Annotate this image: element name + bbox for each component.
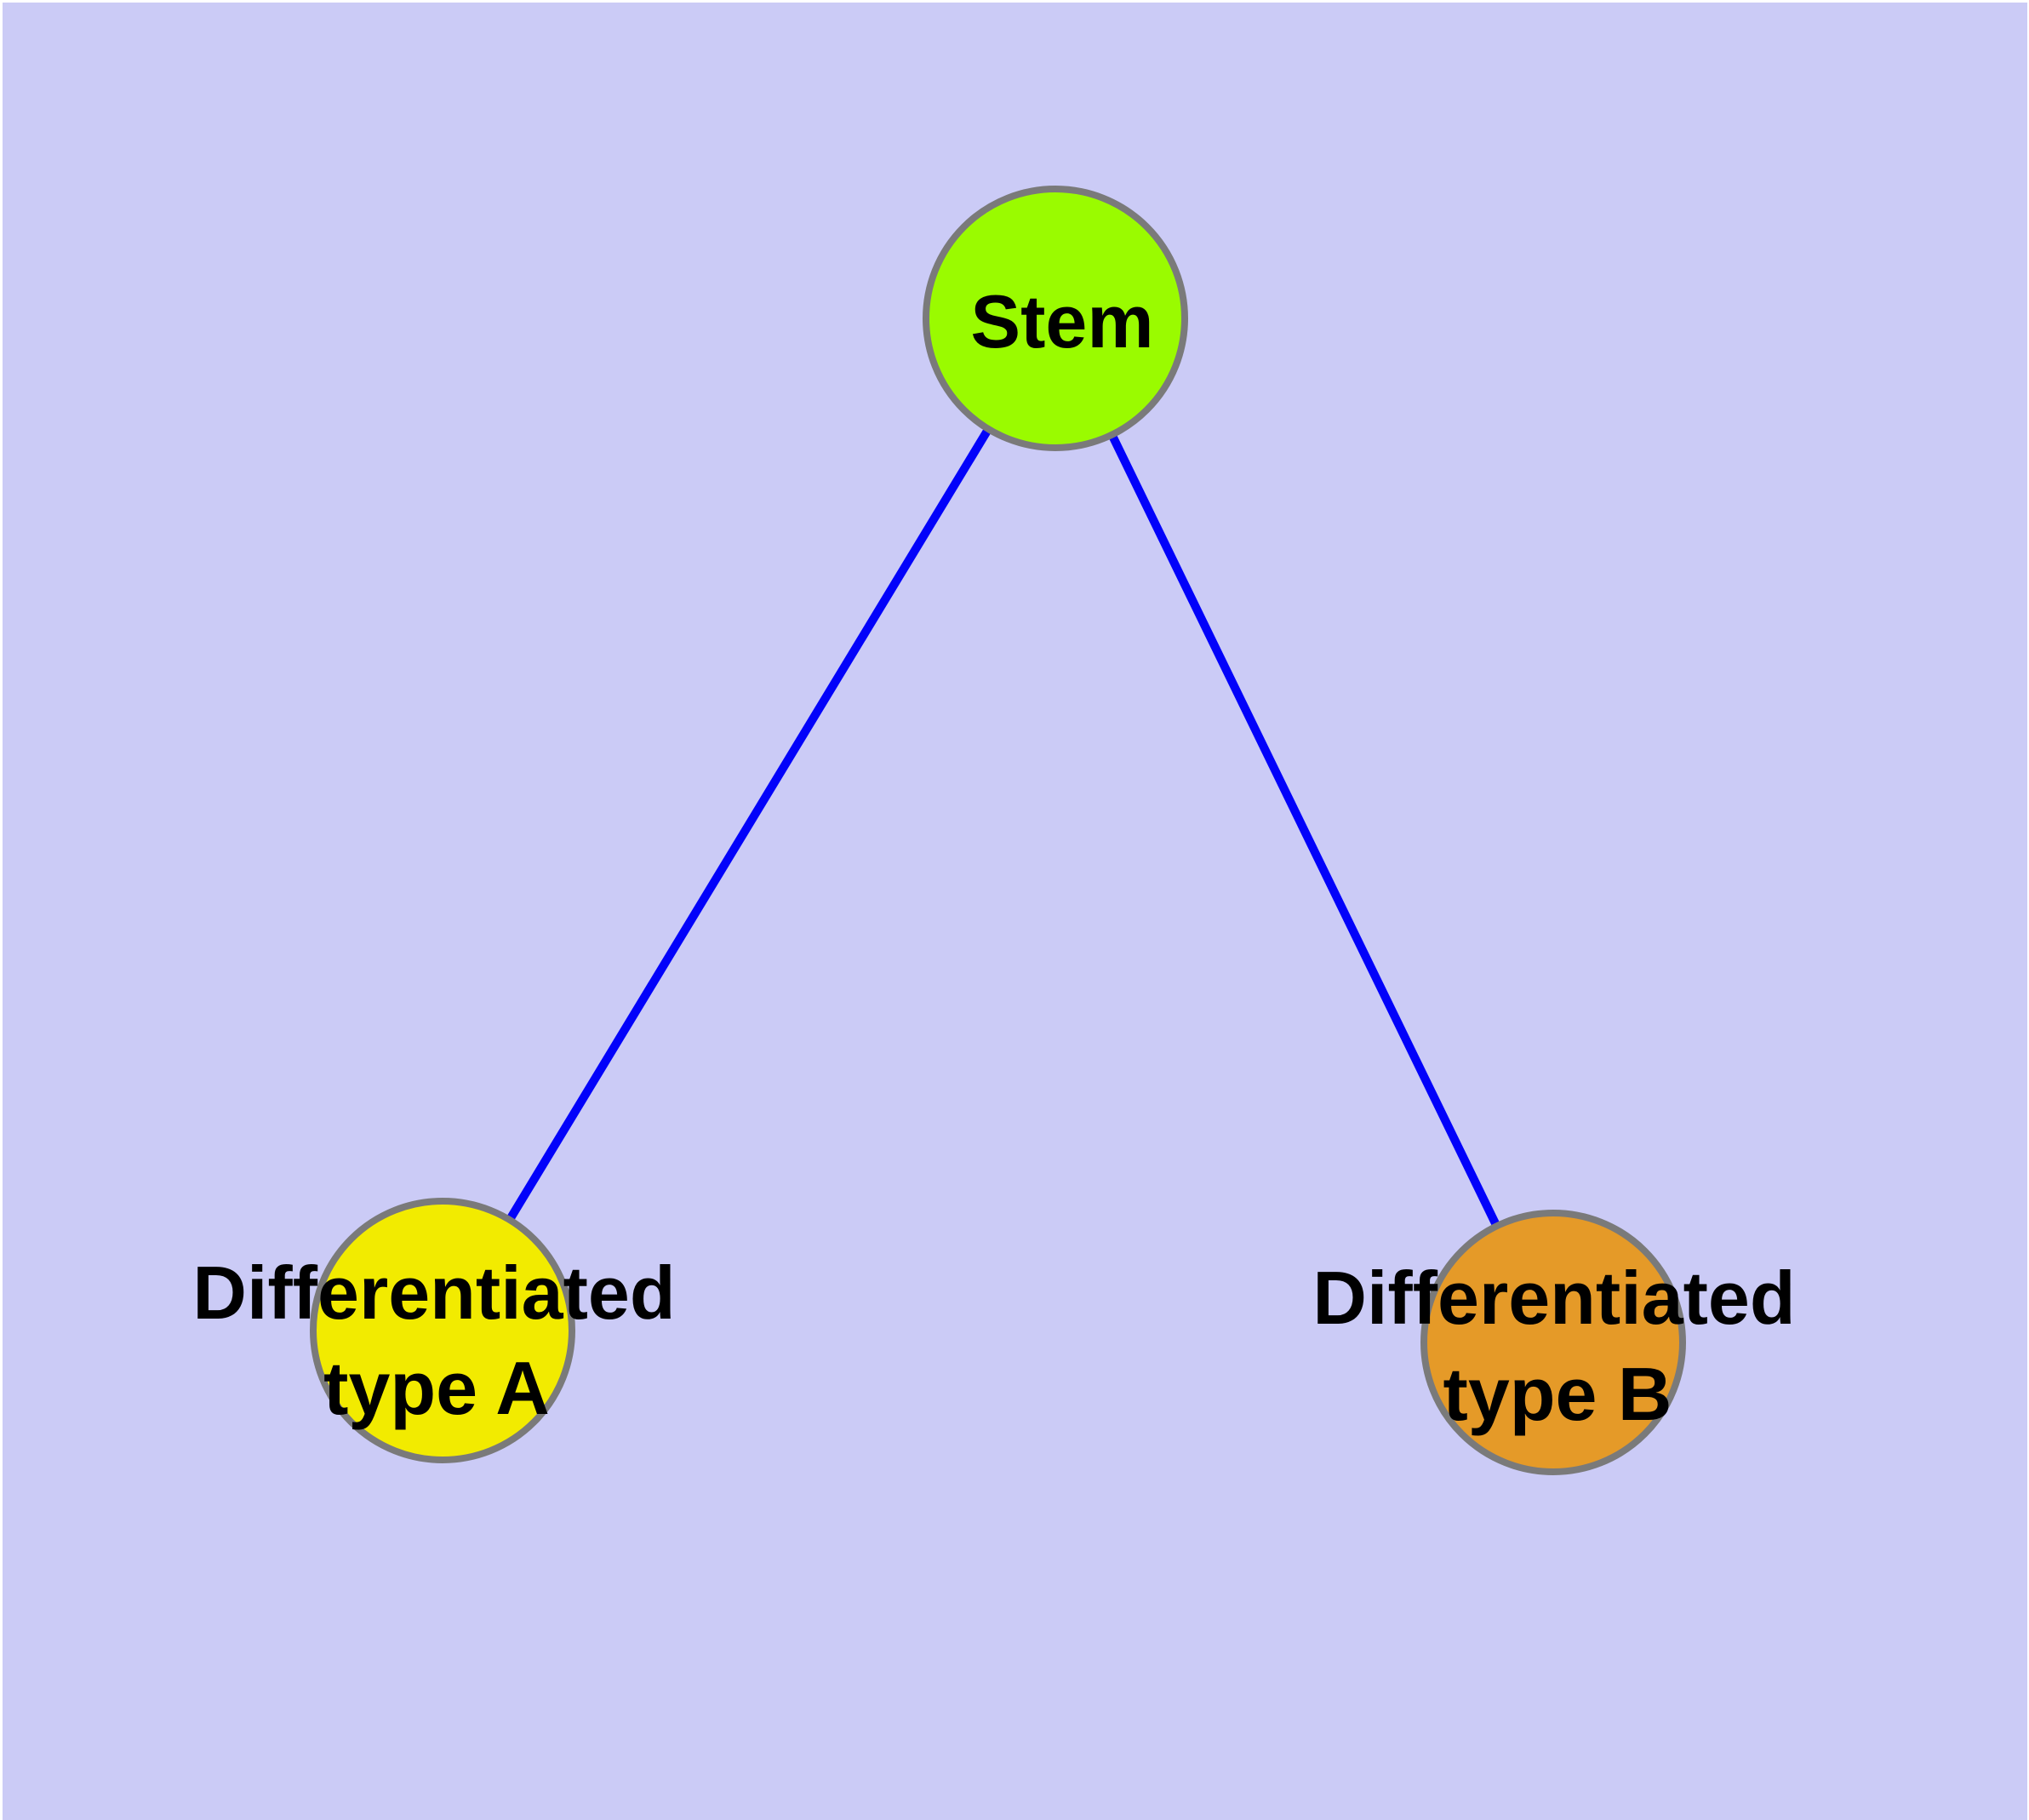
node-label-type-a-line1: Differentiated <box>192 1251 675 1335</box>
node-label-type-b-line1: Differentiated <box>1312 1256 1795 1340</box>
node-stem <box>923 186 1188 451</box>
node-label-type-b-line2: type B <box>1443 1352 1672 1436</box>
node-label-stem: Stem <box>970 279 1153 363</box>
edge-stem-to-type-b <box>1051 314 1557 1347</box>
label-layer: Stem Differentiated type A Differentiate… <box>192 279 1795 1436</box>
edge-layer <box>438 314 1557 1347</box>
node-differentiated-type-b <box>1420 1210 1686 1475</box>
node-label-type-a-line2: type A <box>323 1346 550 1430</box>
node-layer <box>310 186 1686 1475</box>
node-differentiated-type-a <box>310 1198 575 1463</box>
edge-stem-to-type-a <box>438 314 1060 1335</box>
